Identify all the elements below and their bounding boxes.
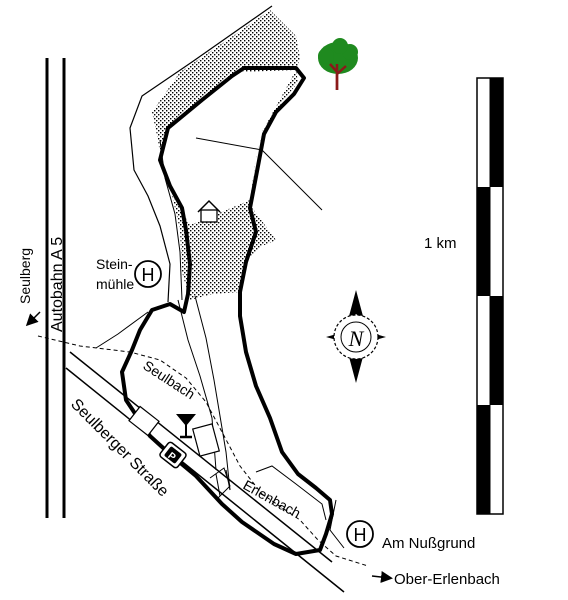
seulberg-label: Seulberg — [17, 248, 33, 304]
path-to-am-nussgrund — [329, 499, 345, 549]
autobahn-label: Autobahn A 5 — [49, 237, 66, 332]
seulbach-label: Seulbach — [140, 357, 198, 402]
arrow-to-ober-erlenbach — [371, 571, 393, 583]
bus-stop-icon: H — [134, 260, 162, 288]
am-nussgrund-label: Am Nußgrund — [382, 535, 475, 552]
wine-glass-icon — [176, 414, 196, 439]
hiking-route — [120, 66, 334, 556]
building-1 — [128, 405, 160, 437]
parking-icon: P — [159, 441, 187, 469]
arrow-to-seulberg — [25, 311, 41, 327]
path-to-autobahn — [95, 311, 149, 349]
road-tick-1 — [215, 473, 221, 497]
road-tick-2 — [225, 469, 231, 491]
path-bottom — [255, 465, 327, 521]
ober-erlenbach-label: Ober-Erlenbach — [394, 571, 500, 588]
steinmuehle-label-line1: Stein- — [96, 256, 133, 272]
road-line-top — [69, 351, 333, 563]
bus-stop-label-am-nussgrund: H — [354, 525, 367, 545]
hut-icon — [197, 199, 221, 223]
compass-rose-icon: N — [326, 290, 386, 383]
building-2 — [191, 423, 221, 457]
tree-icon — [318, 38, 358, 90]
scale-label: 1 km — [424, 235, 457, 252]
steinmuehle-label-line2: mühle — [96, 276, 134, 292]
path-center — [194, 295, 231, 491]
forest-edge — [129, 5, 273, 303]
bus-stop-label-steinmuehle: H — [142, 265, 155, 285]
bus-stop-icon: H — [346, 520, 374, 548]
compass-north-label: N — [348, 326, 365, 351]
road-line-bottom — [65, 367, 345, 593]
scale-bar — [476, 77, 504, 515]
